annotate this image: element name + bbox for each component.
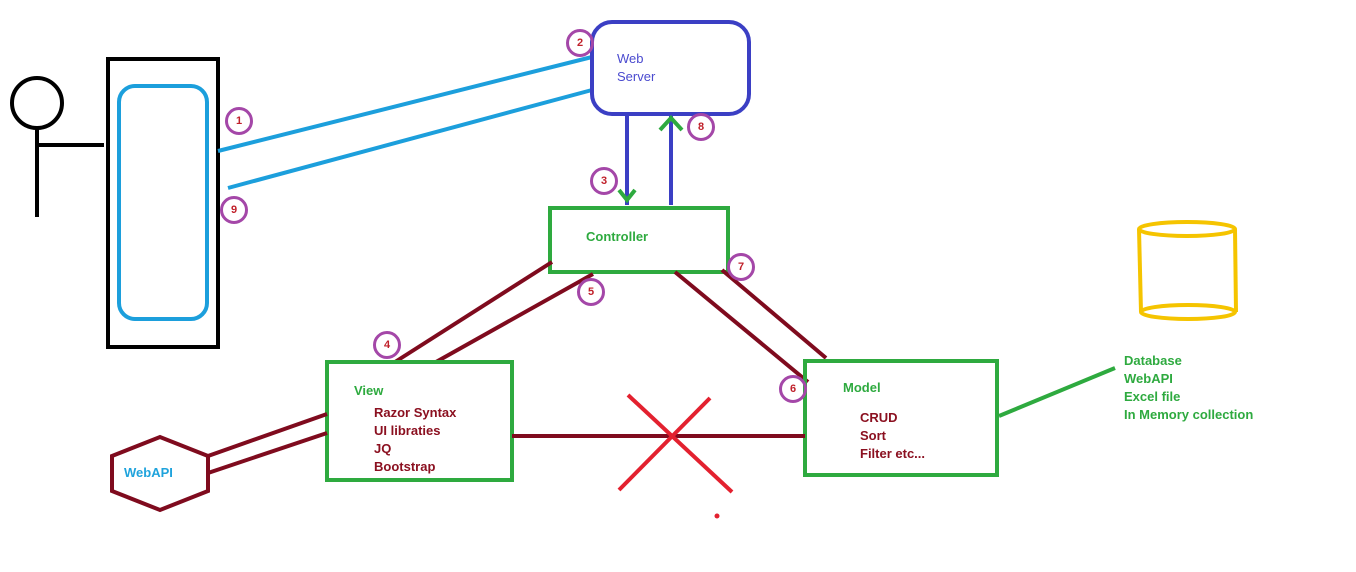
data-source-item: Excel file: [1124, 389, 1181, 404]
controller-box: [548, 206, 730, 274]
webapi-view-line-1: [207, 412, 328, 458]
data-source-item: In Memory collection: [1124, 407, 1254, 422]
step-2-badge: 2: [566, 29, 594, 57]
controller-model-line-1: [673, 270, 810, 384]
step-5-badge: 5: [577, 278, 605, 306]
response-line: [227, 88, 593, 190]
model-box: [803, 359, 999, 477]
model-items: CRUD Sort Filter etc...: [860, 409, 925, 463]
controller-label: Controller: [586, 229, 649, 244]
model-label: Model: [843, 380, 881, 395]
browser-device-frame: [106, 57, 220, 349]
view-item: Bootstrap: [374, 459, 436, 474]
step-8-badge: 8: [687, 113, 715, 141]
model-item: CRUD: [860, 410, 898, 425]
view-item: JQ: [374, 441, 392, 456]
webapi-label: WebAPI: [124, 465, 173, 480]
webapi-hexagon: [110, 434, 210, 513]
model-item: Filter etc...: [860, 446, 926, 461]
data-source-item: WebAPI: [1124, 371, 1173, 386]
step-6-badge: 6: [779, 375, 807, 403]
step-9-badge: 9: [220, 196, 248, 224]
database-icon: [1137, 220, 1238, 321]
data-source-item: Database: [1124, 353, 1182, 368]
down-arrowhead: [617, 188, 637, 204]
step-7-badge: 7: [727, 253, 755, 281]
model-item: Sort: [860, 428, 886, 443]
view-item: UI libraties: [374, 423, 441, 438]
model-datasource-line: [998, 366, 1116, 418]
web-server-box: [590, 20, 751, 116]
webapi-view-line-2: [207, 431, 328, 475]
data-source-list: Database WebAPI Excel file In Memory col…: [1124, 352, 1253, 424]
red-dot: [714, 513, 720, 519]
view-box: [325, 360, 514, 482]
user-figure: [10, 76, 104, 217]
step-1-badge: 1: [225, 107, 253, 135]
request-line: [217, 55, 593, 153]
step-3-badge: 3: [590, 167, 618, 195]
up-arrowhead: [658, 115, 684, 132]
view-item: Razor Syntax: [374, 405, 457, 420]
web-server-label: Web Server: [617, 51, 656, 84]
step-4-badge: 4: [373, 331, 401, 359]
view-items: Razor Syntax UI libraties JQ Bootstrap: [374, 404, 456, 476]
view-label: View: [354, 383, 384, 398]
controller-view-line-2: [435, 272, 594, 364]
red-cross-icon: [617, 393, 734, 494]
controller-view-line-1: [393, 260, 554, 364]
browser-device-screen: [117, 84, 209, 321]
controller-model-line-2: [720, 268, 828, 360]
